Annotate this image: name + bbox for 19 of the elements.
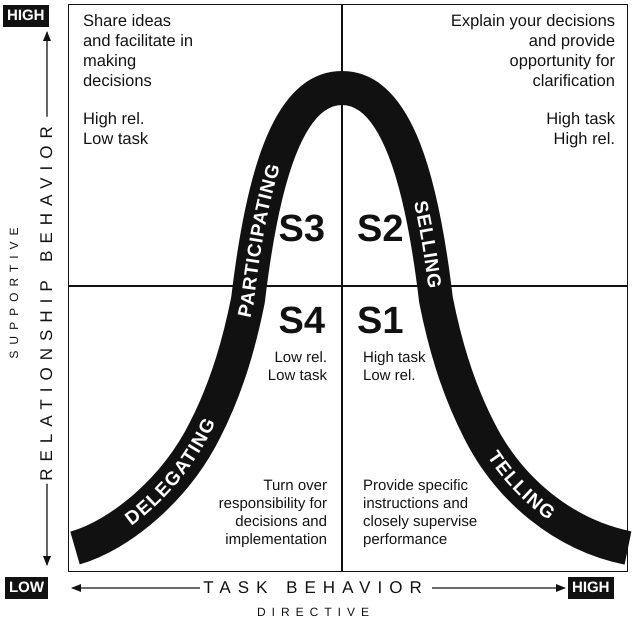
style-code: S4 bbox=[278, 301, 325, 341]
quadrant-text: Provide specific instructions and closely supervise performance bbox=[363, 477, 478, 549]
quadrant-text: High task High rel. bbox=[545, 109, 615, 149]
axis-end-badge: LOW bbox=[5, 577, 48, 599]
quadrant-text: Turn over responsibility for decisions and implementation bbox=[218, 477, 327, 549]
axis-end-badge: HIGH bbox=[568, 577, 614, 599]
quadrant-box bbox=[342, 4, 628, 286]
style-code: S3 bbox=[278, 209, 325, 249]
quadrant-text: Explain your decisions and provide opportunity for clarification bbox=[450, 11, 615, 91]
quadrant-box bbox=[342, 286, 628, 572]
quadrant-text: Share ideas and facilitate in making decisions bbox=[83, 11, 194, 91]
axis-end-badge: HIGH bbox=[3, 5, 48, 27]
quadrant-text: High task Low rel. bbox=[363, 349, 427, 385]
style-code: S1 bbox=[357, 301, 404, 341]
style-code: S2 bbox=[357, 209, 404, 249]
axis-subtitle: DIRECTIVE bbox=[257, 605, 375, 619]
axis-subtitle: SUPPORTIVE bbox=[7, 221, 21, 359]
quadrant-text: High rel. Low task bbox=[83, 109, 150, 149]
quadrant-text: Low rel. Low task bbox=[266, 349, 327, 385]
